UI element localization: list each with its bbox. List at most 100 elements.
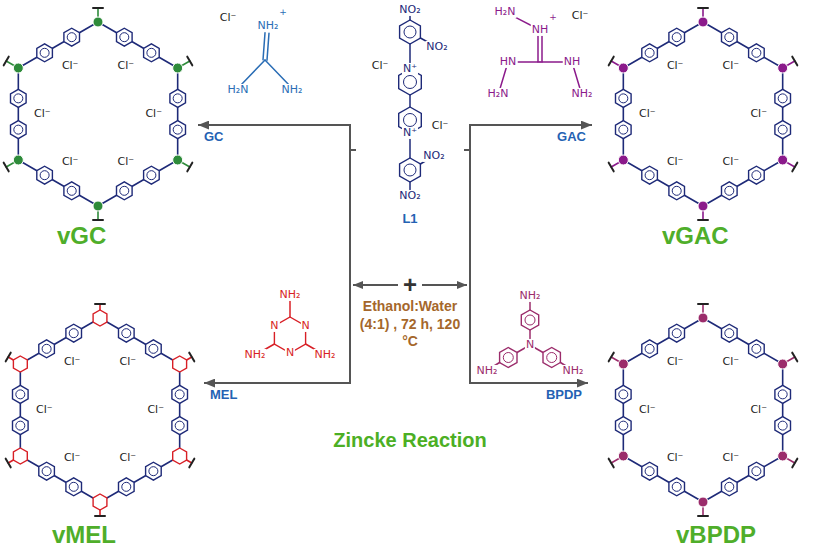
reaction-arrow bbox=[422, 284, 467, 286]
atom-label: NH bbox=[531, 24, 550, 36]
ring bbox=[13, 417, 29, 435]
bond bbox=[189, 353, 194, 362]
ring bbox=[39, 340, 55, 358]
aromatic-circle bbox=[175, 421, 184, 430]
reagent-name: MEL bbox=[209, 388, 238, 402]
linker-node bbox=[778, 359, 788, 369]
atom-label: N bbox=[300, 320, 310, 332]
atom-label: H₂N bbox=[487, 88, 510, 100]
linker-node bbox=[778, 155, 788, 165]
ring bbox=[144, 166, 160, 184]
atom-label: NH₂ bbox=[279, 289, 302, 301]
bond bbox=[623, 364, 625, 456]
atom-label: NH₂ bbox=[476, 365, 499, 377]
aromatic-circle bbox=[619, 421, 628, 430]
aromatic-circle bbox=[404, 164, 416, 176]
reaction-arrow bbox=[464, 125, 592, 150]
ring bbox=[722, 324, 738, 342]
ring bbox=[11, 89, 27, 107]
aromatic-circle bbox=[672, 482, 681, 491]
ring bbox=[64, 182, 80, 200]
ring bbox=[39, 462, 55, 480]
ring bbox=[616, 417, 632, 435]
counter-ion: Cl⁻ bbox=[119, 356, 138, 368]
counter-ion: Cl⁻ bbox=[749, 108, 768, 120]
bond bbox=[623, 160, 703, 206]
bond bbox=[703, 456, 783, 502]
bond bbox=[18, 160, 98, 206]
atom-label: NH₂ bbox=[519, 290, 542, 302]
aromatic-circle bbox=[725, 33, 734, 42]
atom-label: N bbox=[285, 347, 295, 359]
counter-ion: Cl⁻ bbox=[571, 10, 590, 22]
counter-ion: Cl⁻ bbox=[117, 156, 136, 168]
charge-sign: + bbox=[548, 13, 558, 23]
counter-ion: Cl⁻ bbox=[33, 108, 52, 120]
linker-node bbox=[618, 63, 628, 73]
atom-label: NH₂ bbox=[571, 88, 594, 100]
ring bbox=[170, 121, 186, 139]
bond bbox=[698, 7, 708, 9]
ring bbox=[13, 356, 27, 372]
aromatic-circle bbox=[120, 186, 129, 195]
aromatic-circle bbox=[503, 353, 513, 363]
ring bbox=[521, 310, 538, 330]
aromatic-circle bbox=[752, 48, 761, 57]
aromatic-circle bbox=[619, 125, 628, 134]
bond bbox=[4, 57, 9, 66]
reaction-name: Zincke Reaction bbox=[332, 429, 487, 451]
counter-ion: Cl⁻ bbox=[638, 404, 657, 416]
counter-ion: Cl⁻ bbox=[61, 156, 80, 168]
aromatic-circle bbox=[40, 48, 49, 57]
bond bbox=[98, 160, 178, 206]
aromatic-circle bbox=[404, 26, 416, 38]
atom-label: NO₂ bbox=[422, 150, 445, 162]
ring bbox=[13, 448, 27, 464]
ring bbox=[11, 121, 27, 139]
polymer-name: vGC bbox=[57, 222, 106, 250]
bond bbox=[782, 364, 784, 456]
aromatic-circle bbox=[752, 344, 761, 353]
counter-ion: Cl⁻ bbox=[146, 404, 165, 416]
bond bbox=[95, 515, 105, 517]
ring bbox=[64, 28, 80, 46]
linker-node bbox=[13, 155, 23, 165]
aromatic-circle bbox=[16, 421, 25, 430]
linker-node bbox=[618, 359, 628, 369]
ring bbox=[616, 121, 632, 139]
ring bbox=[144, 44, 160, 62]
aromatic-circle bbox=[619, 390, 628, 399]
linker-node bbox=[618, 155, 628, 165]
bond bbox=[18, 22, 98, 68]
aromatic-circle bbox=[725, 186, 734, 195]
aromatic-circle bbox=[525, 315, 535, 325]
aromatic-circle bbox=[16, 390, 25, 399]
counter-ion: Cl⁻ bbox=[119, 452, 138, 464]
atom-label: NH₂ bbox=[314, 349, 337, 361]
bond bbox=[4, 163, 9, 172]
aromatic-circle bbox=[69, 482, 78, 491]
ring bbox=[749, 44, 765, 62]
ring bbox=[616, 385, 632, 403]
ring bbox=[775, 385, 791, 403]
counter-ion: Cl⁻ bbox=[219, 12, 238, 24]
ring bbox=[722, 478, 738, 496]
atom-label: NH₂ bbox=[562, 365, 585, 377]
linker-node bbox=[698, 17, 708, 27]
ring bbox=[66, 478, 82, 496]
bond bbox=[18, 68, 20, 160]
ring bbox=[749, 340, 765, 358]
linker-node bbox=[93, 201, 103, 211]
bond bbox=[782, 68, 784, 160]
bond bbox=[609, 353, 614, 362]
ring bbox=[642, 340, 658, 358]
aromatic-circle bbox=[672, 186, 681, 195]
atom-label: H₂N bbox=[227, 84, 250, 96]
reaction-arrow bbox=[353, 284, 398, 286]
aromatic-circle bbox=[725, 329, 734, 338]
counter-ion: Cl⁻ bbox=[144, 108, 163, 120]
ring bbox=[117, 28, 133, 46]
ring bbox=[170, 89, 186, 107]
reagent-name: GC bbox=[203, 130, 225, 144]
linker-node bbox=[173, 155, 183, 165]
